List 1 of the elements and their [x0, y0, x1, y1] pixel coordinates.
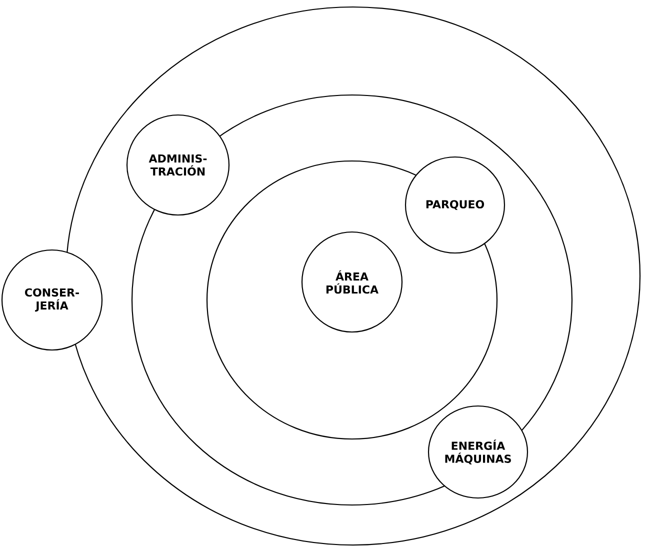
ring	[206, 160, 498, 440]
